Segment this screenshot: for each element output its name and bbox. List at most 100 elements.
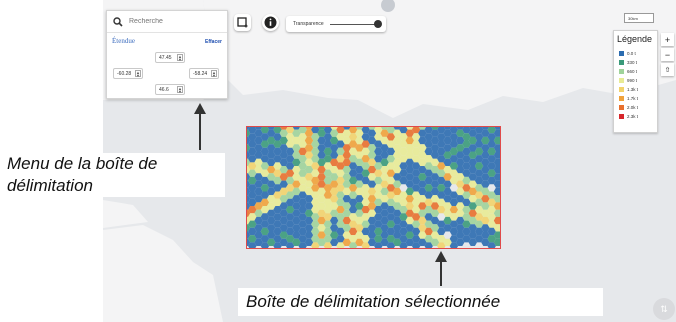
hex-cell — [311, 126, 320, 134]
spinner-icon[interactable]: ▲▼ — [211, 70, 217, 78]
hex-cell — [481, 151, 490, 159]
hex-cell — [386, 133, 396, 141]
hex-cell — [393, 173, 402, 181]
hex-cell — [330, 180, 339, 188]
transparency-track[interactable] — [330, 24, 380, 25]
north-coordinate-input[interactable]: 47.45 ▲▼ — [155, 52, 185, 63]
hex-cell — [292, 166, 301, 174]
hex-cell — [487, 155, 496, 163]
hex-cell — [481, 166, 490, 174]
hex-cell — [437, 191, 446, 199]
transparency-handle[interactable] — [373, 20, 382, 28]
hex-cell — [267, 216, 276, 225]
hex-cell — [418, 209, 427, 217]
zoom-out-button[interactable]: − — [661, 48, 674, 61]
hex-cell — [449, 176, 459, 185]
hex-cell — [468, 187, 477, 196]
hex-cell — [246, 238, 251, 246]
hex-cell — [298, 235, 307, 243]
hex-cell — [330, 238, 339, 246]
hex-cell — [374, 155, 383, 163]
hex-cell — [260, 176, 270, 185]
hex-cell — [323, 242, 333, 249]
transparency-slider[interactable]: Transparence — [286, 16, 386, 32]
hex-cell — [304, 187, 314, 196]
hex-cell — [462, 227, 471, 236]
hex-cell — [418, 195, 427, 203]
hex-cell — [386, 242, 396, 249]
spinner-icon[interactable]: ▲▼ — [177, 54, 183, 62]
hex-cell — [267, 173, 276, 181]
hex-cell — [374, 206, 383, 214]
hex-cell — [367, 180, 377, 188]
hex-cell — [437, 155, 446, 163]
hex-cell — [405, 224, 414, 232]
hex-cell — [285, 220, 295, 228]
hex-cell — [323, 198, 333, 206]
south-coordinate-input[interactable]: 46.6 ▲▼ — [155, 84, 185, 95]
hex-cell — [311, 155, 320, 163]
hex-cell — [273, 213, 282, 221]
hex-cell — [260, 242, 270, 249]
hex-cell — [462, 198, 471, 206]
hex-cell — [456, 151, 465, 159]
hex-cell — [424, 220, 433, 228]
hex-cell — [361, 140, 370, 148]
clear-button[interactable]: Effacer — [205, 39, 222, 45]
hex-cell — [405, 129, 414, 137]
hex-cell — [393, 158, 402, 166]
hex-cell — [285, 176, 295, 185]
hex-cell — [393, 202, 402, 210]
hex-cell — [487, 169, 496, 177]
hex-cell — [449, 220, 459, 228]
hex-cell — [292, 144, 301, 152]
info-button[interactable] — [262, 14, 279, 31]
hex-cell — [443, 202, 452, 210]
selected-bounding-box[interactable] — [246, 126, 501, 249]
hex-cell — [336, 235, 345, 243]
hex-cell — [336, 155, 345, 163]
hex-cell — [481, 180, 490, 188]
sort-toggle-button[interactable]: ⇅ — [653, 298, 675, 320]
hex-cell — [405, 231, 414, 239]
reset-north-button[interactable]: ⇧ — [661, 63, 674, 76]
hex-cell — [254, 231, 263, 239]
east-coordinate-input[interactable]: -58.24 ▲▼ — [189, 68, 219, 79]
spinner-icon[interactable]: ▲▼ — [177, 86, 183, 94]
hex-cell — [481, 202, 490, 210]
hex-cell — [248, 176, 257, 185]
hex-cell — [361, 162, 370, 170]
hex-cell — [437, 220, 446, 228]
hex-cell — [248, 220, 257, 228]
hex-cell — [399, 147, 408, 156]
hex-cell — [254, 180, 263, 188]
menu-caption: Menu de la boîte de délimitation — [5, 153, 225, 197]
hex-cell — [380, 166, 389, 174]
hex-cell — [267, 231, 276, 239]
hex-cell — [348, 169, 358, 177]
hex-cell — [323, 169, 333, 177]
hex-cell — [462, 220, 471, 228]
hex-cell — [449, 213, 459, 221]
hex-cell — [342, 202, 351, 210]
hex-cell — [393, 238, 402, 246]
hex-cell — [405, 195, 414, 203]
zoom-in-button[interactable]: + — [661, 33, 674, 46]
draw-bbox-button[interactable] — [234, 14, 251, 31]
hex-cell — [443, 209, 452, 217]
hex-cell — [443, 224, 452, 232]
spinner-icon[interactable]: ▲▼ — [135, 70, 141, 78]
hex-cell — [411, 191, 421, 199]
hex-cell — [361, 133, 370, 141]
hex-cell — [405, 144, 414, 152]
hex-cell — [374, 220, 383, 228]
hex-cell — [267, 224, 276, 232]
search-input[interactable] — [129, 18, 219, 25]
east-value: -58.24 — [193, 70, 208, 77]
hex-cell — [260, 198, 270, 206]
hex-cell — [493, 231, 501, 239]
west-coordinate-input[interactable]: -60.28 ▲▼ — [113, 68, 143, 79]
hex-cell — [474, 162, 484, 170]
legend-swatch — [619, 114, 624, 119]
